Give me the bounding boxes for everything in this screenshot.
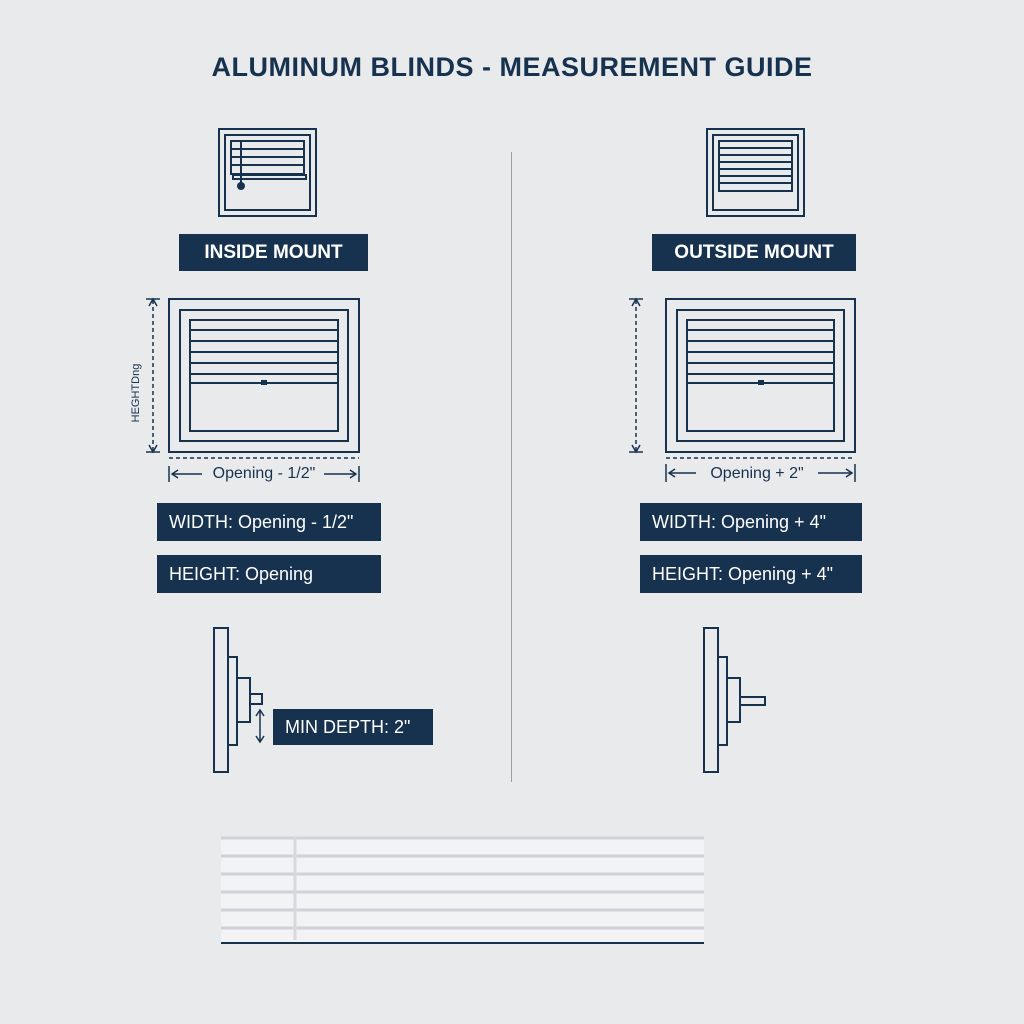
outside-side-profile xyxy=(703,627,766,773)
outside-width-spec: WIDTH: Opening + 4" xyxy=(640,503,862,541)
center-divider xyxy=(511,152,512,782)
inside-width-spec: WIDTH: Opening - 1/2" xyxy=(157,503,381,541)
inside-window-diagram xyxy=(168,298,360,453)
outside-window-diagram xyxy=(665,298,856,453)
outside-mount-label: OUTSIDE MOUNT xyxy=(652,234,856,271)
inside-width-dimension xyxy=(168,457,360,482)
min-depth-spec: MIN DEPTH: 2" xyxy=(273,709,433,745)
outside-mount-icon xyxy=(706,128,805,217)
height-axis-label: HEGHTDng xyxy=(130,363,142,423)
inside-height-dimension xyxy=(146,297,160,454)
inside-mount-label: INSIDE MOUNT xyxy=(179,234,368,271)
outside-height-dimension xyxy=(629,297,643,454)
inside-height-spec: HEIGHT: Opening xyxy=(157,555,381,593)
blind-slats-illustration xyxy=(221,836,704,944)
inside-mount-icon xyxy=(218,128,317,217)
outside-width-dimension xyxy=(665,457,856,482)
page-title: ALUMINUM BLINDS - MEASUREMENT GUIDE xyxy=(211,52,813,82)
inside-width-dimension-label: Opening - 1/2" xyxy=(212,465,316,482)
outside-width-dimension-label: Opening + 2" xyxy=(710,465,804,482)
inside-side-profile xyxy=(213,627,263,773)
depth-dimension xyxy=(255,708,265,744)
outside-height-spec: HEIGHT: Opening + 4" xyxy=(640,555,862,593)
